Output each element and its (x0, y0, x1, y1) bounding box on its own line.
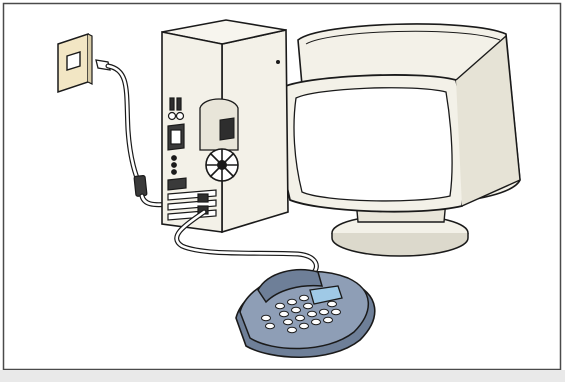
computer-tower (162, 20, 288, 232)
jack-socket (67, 52, 80, 70)
footer-bar (0, 370, 565, 382)
expansion-slots (168, 190, 216, 220)
